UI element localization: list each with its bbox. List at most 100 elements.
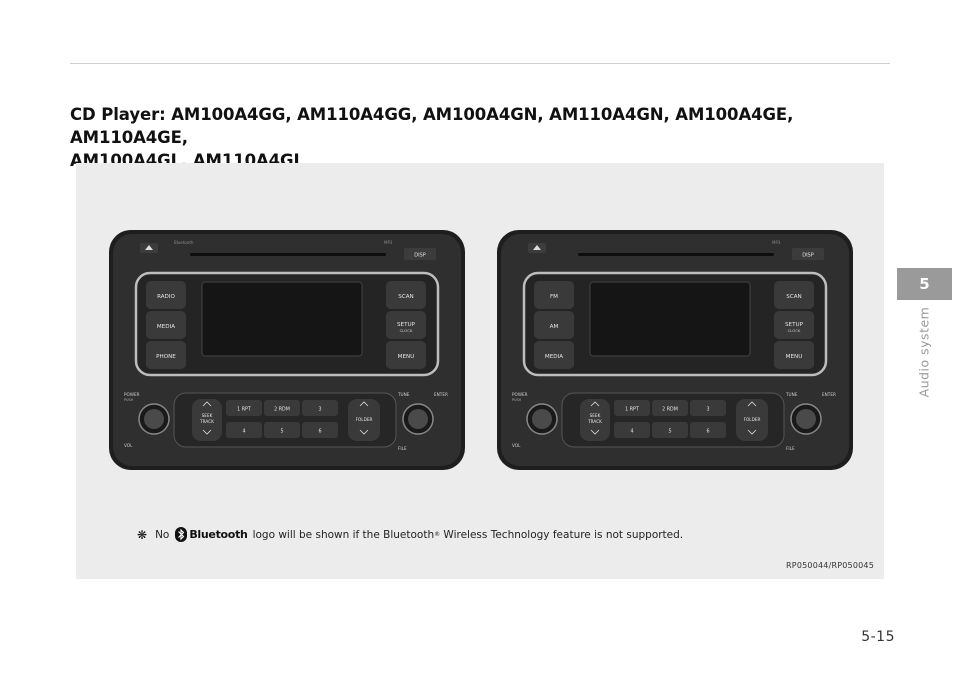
preset-4[interactable]: [226, 422, 262, 438]
disp-label: DISP: [802, 253, 814, 259]
push-label: PUSH: [124, 398, 134, 402]
file-label: FILE: [398, 446, 407, 451]
tune-label: TUNE: [785, 392, 798, 397]
preset-6[interactable]: [302, 422, 338, 438]
phone-button[interactable]: [146, 341, 186, 369]
preset-3[interactable]: [690, 400, 726, 416]
preset-5[interactable]: [652, 422, 688, 438]
folder-button[interactable]: [736, 399, 768, 441]
bluetooth-wordmark: Bluetooth: [189, 528, 248, 541]
push-label: PUSH: [512, 398, 522, 402]
preset-2[interactable]: [264, 400, 300, 416]
radio-button[interactable]: [146, 281, 186, 309]
eject-icon: [533, 245, 541, 250]
preset-2[interactable]: [652, 400, 688, 416]
section-heading: CD Player: AM100A4GG, AM110A4GG, AM100A4…: [70, 103, 830, 172]
scan-label: SCAN: [398, 294, 413, 300]
media-button[interactable]: [146, 311, 186, 339]
tune-label: TUNE: [397, 392, 410, 397]
preset-1[interactable]: [226, 400, 262, 416]
track-label: TRACK: [587, 419, 602, 424]
scan-label: SCAN: [786, 294, 801, 300]
enter-label: ENTER: [822, 392, 836, 397]
heading-line-1: CD Player: AM100A4GG, AM110A4GG, AM100A4…: [70, 105, 794, 147]
setup-label: SETUP: [785, 322, 804, 328]
am-button[interactable]: [534, 311, 574, 339]
bluetooth-icon: [175, 527, 188, 542]
disp-button[interactable]: [404, 248, 436, 260]
preset-6[interactable]: [690, 422, 726, 438]
seek-label: SEEK: [590, 413, 601, 418]
mp3-mark: MP3: [384, 240, 393, 245]
note-prefix: No: [155, 528, 170, 541]
mp3-mark: MP3: [772, 240, 781, 245]
clock-label: CLOCK: [788, 328, 801, 333]
vol-label: VOL: [512, 443, 521, 448]
preset-5-label: 5: [668, 429, 671, 435]
preset-4-label: 4: [630, 429, 633, 435]
vol-label: VOL: [124, 443, 133, 448]
enter-label: ENTER: [434, 392, 448, 397]
menu-label: MENU: [398, 354, 415, 360]
page-number: 5-15: [861, 629, 895, 645]
cd-slot: [578, 253, 774, 256]
media-label: MEDIA: [157, 324, 175, 330]
figure-panel: Bluetooth MP3 DISP RADIO MEDIA PHONE SCA…: [76, 163, 884, 579]
disp-label: DISP: [414, 253, 426, 259]
note-text-a: logo will be shown if the Bluetooth: [252, 528, 435, 541]
seek-track-button[interactable]: [580, 399, 610, 441]
preset-6-label: 6: [706, 429, 709, 435]
power-label: POWER: [124, 392, 140, 397]
fm-button[interactable]: [534, 281, 574, 309]
clock-label: CLOCK: [400, 328, 413, 333]
bluetooth-mark: Bluetooth: [174, 240, 194, 245]
preset-3-label: 3: [318, 407, 321, 413]
setup-button[interactable]: [386, 311, 426, 339]
preset-3[interactable]: [302, 400, 338, 416]
setup-label: SETUP: [397, 322, 416, 328]
disp-button[interactable]: [792, 248, 824, 260]
preset-5-label: 5: [280, 429, 283, 435]
am-label: AM: [550, 324, 559, 330]
note-text-b: Wireless Technology feature is not suppo…: [440, 528, 684, 541]
fm-label: FM: [550, 294, 558, 300]
scan-button[interactable]: [774, 281, 814, 309]
preset-2-label: 2 RDM: [662, 407, 678, 413]
folder-button[interactable]: [348, 399, 380, 441]
radio-unit-right: MP3 DISP FM AM MEDIA SCAN SETUP CLOCK ME…: [496, 229, 854, 471]
preset-6-label: 6: [318, 429, 321, 435]
menu-label: MENU: [786, 354, 803, 360]
setup-button[interactable]: [774, 311, 814, 339]
bluetooth-note: ❋ No Bluetooth logo will be shown if the…: [137, 527, 683, 542]
media-label: MEDIA: [545, 354, 563, 360]
display-screen: [201, 281, 363, 357]
chapter-tab[interactable]: 5: [897, 268, 952, 300]
image-code: RP050044/RP050045: [786, 561, 874, 570]
registered-mark: ®: [434, 531, 441, 538]
preset-4[interactable]: [614, 422, 650, 438]
eject-icon: [145, 245, 153, 250]
preset-1-label: 1 RPT: [237, 407, 251, 413]
seek-label: SEEK: [202, 413, 213, 418]
preset-3-label: 3: [706, 407, 709, 413]
display-screen: [589, 281, 751, 357]
phone-label: PHONE: [156, 354, 176, 360]
folder-label: FOLDER: [356, 417, 373, 422]
menu-button[interactable]: [774, 341, 814, 369]
top-rule: [70, 63, 890, 64]
chapter-label: Audio system: [916, 306, 932, 398]
preset-1-label: 1 RPT: [625, 407, 639, 413]
menu-button[interactable]: [386, 341, 426, 369]
file-label: FILE: [786, 446, 795, 451]
radio-unit-left: Bluetooth MP3 DISP RADIO MEDIA PHONE SCA…: [108, 229, 466, 471]
track-label: TRACK: [199, 419, 214, 424]
media-button[interactable]: [534, 341, 574, 369]
preset-1[interactable]: [614, 400, 650, 416]
seek-track-button[interactable]: [192, 399, 222, 441]
note-symbol: ❋: [137, 527, 148, 542]
preset-5[interactable]: [264, 422, 300, 438]
folder-label: FOLDER: [744, 417, 761, 422]
scan-button[interactable]: [386, 281, 426, 309]
power-label: POWER: [512, 392, 528, 397]
preset-2-label: 2 RDM: [274, 407, 290, 413]
